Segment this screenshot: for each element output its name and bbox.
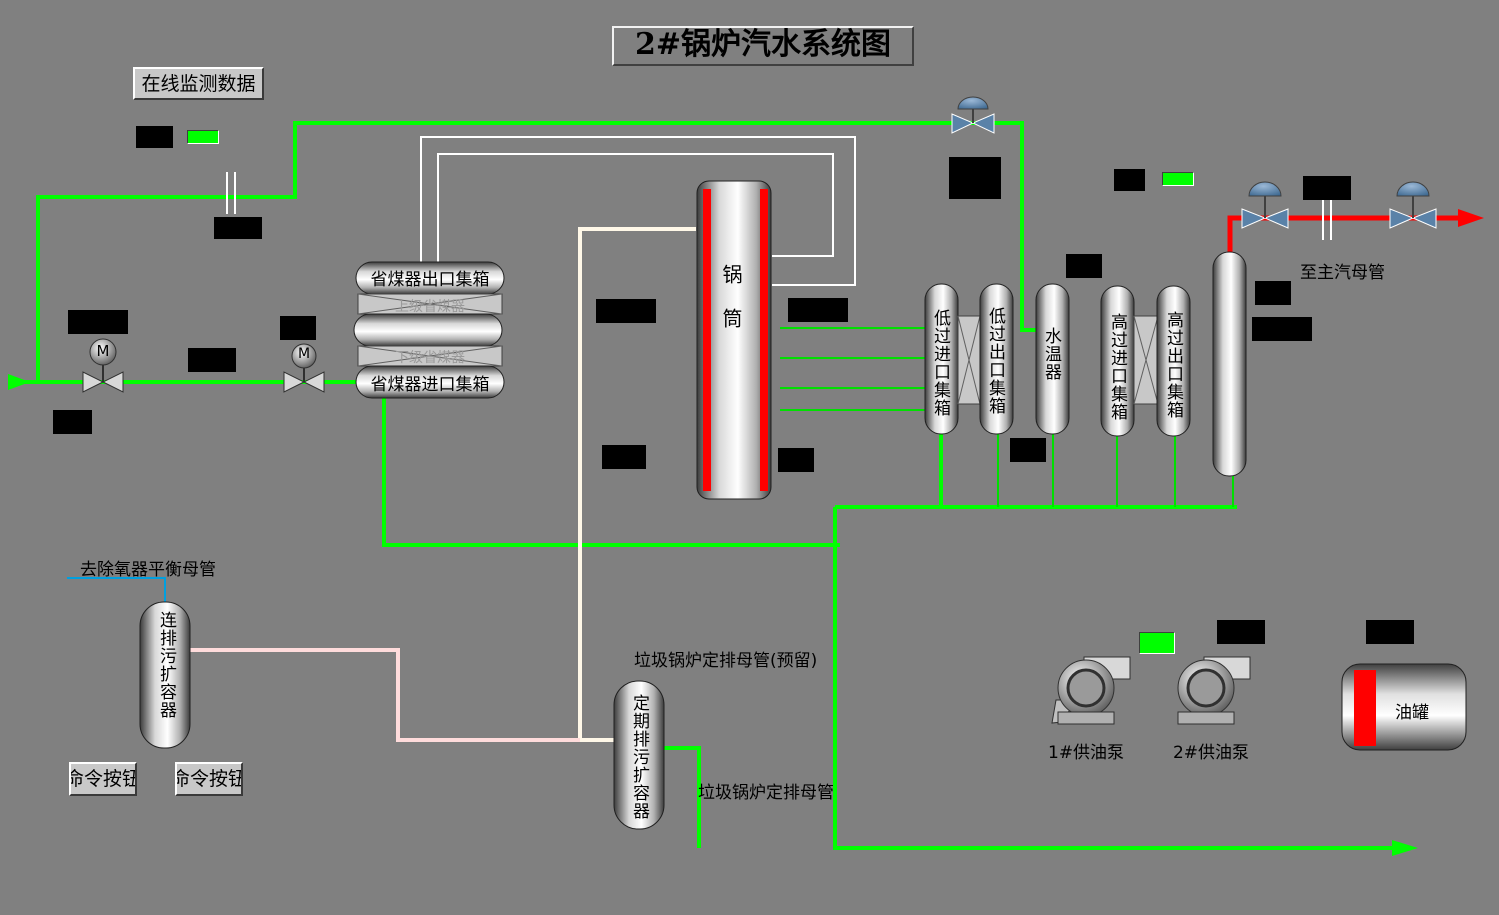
data-box [788, 298, 848, 322]
economizer-outlet-riser-2 [437, 153, 834, 263]
data-box [1010, 438, 1046, 462]
drum-label: 锅筒 [719, 264, 743, 352]
online-monitor-button[interactable]: 在线监测数据 [133, 67, 264, 100]
steam-valve-1[interactable] [1241, 181, 1289, 229]
deaerator-balance-label: 去除氧器平衡母管 [80, 560, 216, 580]
deaerator-balance-pipe [67, 577, 166, 603]
superheater-headers [924, 251, 1247, 477]
oil-tank [1341, 663, 1467, 751]
steam-valve-2[interactable] [1389, 181, 1437, 229]
return-outlet-arrow [1392, 840, 1418, 856]
oil-tank-label: 油罐 [1395, 703, 1429, 723]
data-box [596, 299, 656, 323]
economizer-outlet-header-label: 省煤器出口集箱 [370, 270, 490, 290]
data-box [1114, 169, 1145, 191]
data-box [949, 157, 1001, 199]
data-box [1366, 620, 1414, 644]
continuous-to-periodic-pipe [188, 648, 580, 742]
motor-label-1: M [96, 342, 110, 360]
continuous-blowdown-label: 连排污扩容器 [156, 611, 176, 719]
drum-blowdown-pipe [578, 227, 696, 742]
motor-label-2: M [297, 346, 311, 362]
pump2-label: 2#供油泵 [1172, 743, 1250, 763]
economizer-outlet-riser [420, 136, 856, 286]
data-box [1303, 176, 1351, 200]
oil-pump-1[interactable] [1051, 656, 1131, 725]
data-box [1217, 620, 1265, 644]
economizer [353, 261, 505, 399]
garbage-blowdown-label: 垃圾锅炉定排母管 [698, 783, 834, 803]
data-box [778, 448, 814, 472]
data-box [1066, 254, 1102, 278]
data-box [214, 217, 262, 239]
regulating-valve-bypass[interactable] [951, 96, 995, 134]
economizer-downpipe [382, 398, 840, 547]
flow-orifice-feed [226, 172, 236, 214]
steam-status-indicator [1162, 172, 1194, 186]
to-main-steam-label: 至主汽母管 [1300, 263, 1385, 283]
data-box [1252, 317, 1312, 341]
periodic-blowdown-tank [613, 680, 665, 830]
oil-pump-2[interactable] [1177, 656, 1251, 725]
feedwater-bypass-line [36, 121, 1037, 382]
motor-valve-1[interactable] [82, 338, 124, 393]
pump-status-indicator [1139, 632, 1175, 654]
main-steam-arrow [1458, 209, 1484, 227]
high-sh-outlet-header-label: 高过出口集箱 [1163, 311, 1183, 419]
periodic-blowdown-label: 定期排污扩容器 [629, 694, 649, 820]
data-box [280, 316, 316, 340]
pump1-label: 1#供油泵 [1048, 743, 1125, 763]
blowdown-return-line [833, 507, 1395, 850]
thin-green-lines [780, 327, 1234, 507]
low-sh-inlet-header-label: 低过进口集箱 [930, 309, 950, 417]
white-pipes [420, 136, 856, 286]
page-title: 2#锅炉汽水系统图 [612, 26, 914, 66]
attemperator-label: 水温器 [1041, 327, 1061, 381]
high-sh-inlet-header-label: 高过进口集箱 [1107, 313, 1127, 421]
motor-valve-2[interactable] [283, 343, 325, 393]
data-box [68, 310, 128, 334]
flow-orifice-steam [1322, 200, 1332, 240]
low-sh-outlet-header-label: 低过出口集箱 [985, 307, 1005, 415]
data-box [602, 445, 646, 469]
main-steam-line [1227, 215, 1462, 252]
upper-economizer-label: 上级省煤器 [395, 299, 465, 315]
drum-vessel [696, 180, 772, 500]
feed-status-indicator [187, 130, 219, 144]
garbage-blowdown-reserved-label: 垃圾锅炉定排母管(预留) [634, 651, 818, 671]
data-box [136, 126, 173, 148]
command-button-right[interactable]: 命令按钮 [175, 762, 243, 796]
economizer-inlet-header-label: 省煤器进口集箱 [370, 375, 490, 395]
command-button-left[interactable]: 命令按钮 [69, 762, 137, 796]
continuous-blowdown-tank [139, 601, 191, 749]
data-box [1255, 281, 1291, 305]
lower-economizer-label: 下级省煤器 [395, 350, 465, 366]
feedwater-inlet-arrow [8, 374, 30, 390]
feedwater-pipes [10, 121, 1395, 850]
data-box [188, 348, 236, 372]
data-box [53, 410, 92, 434]
periodic-blowdown-outlet [664, 746, 701, 848]
